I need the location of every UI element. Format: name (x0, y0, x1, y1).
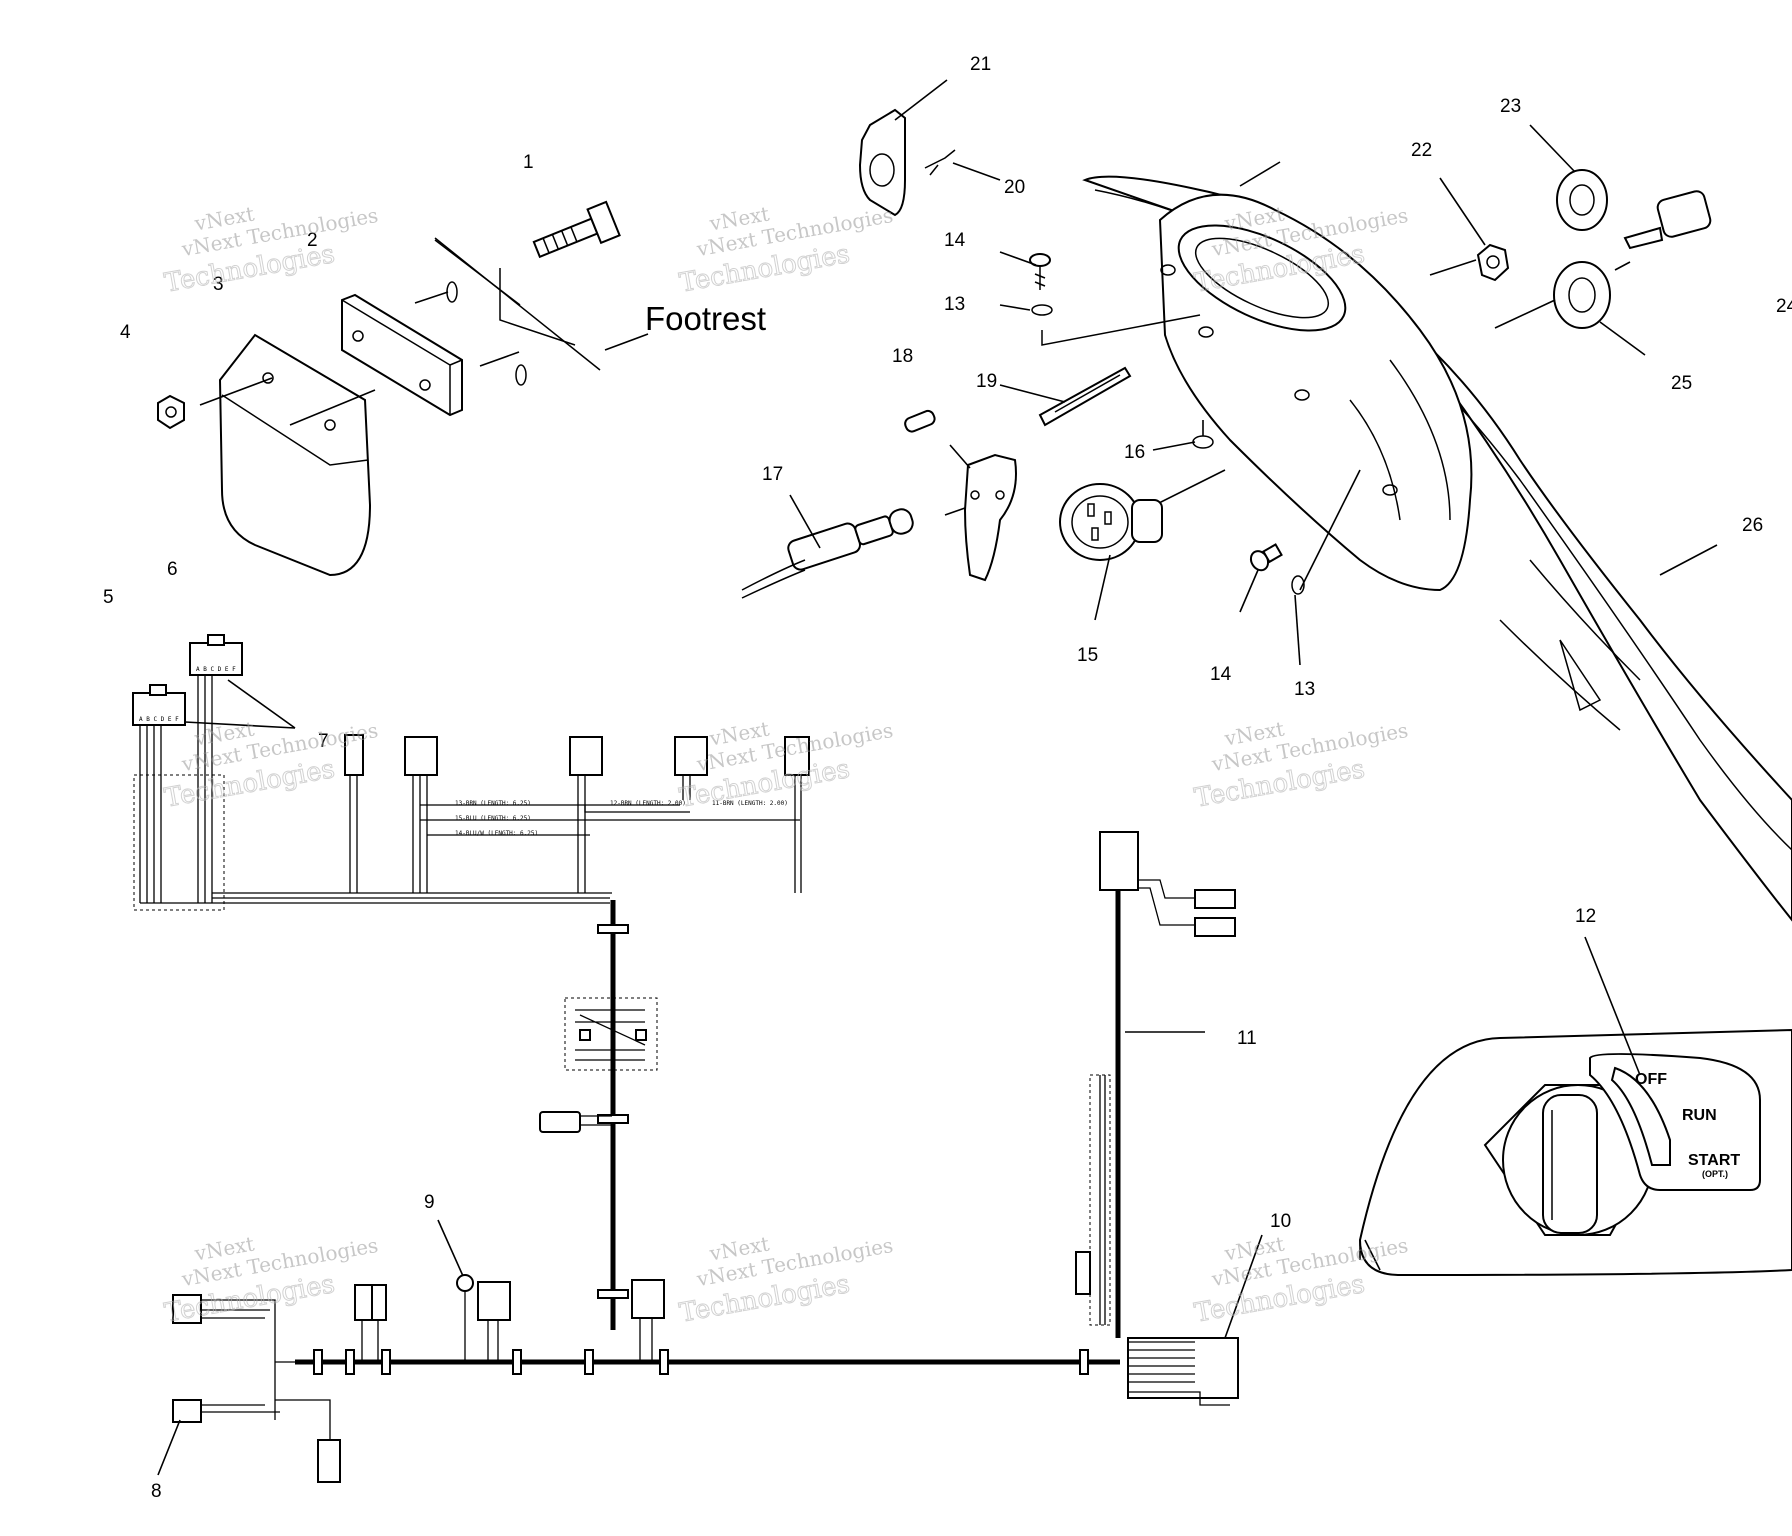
callout-4: 4 (120, 322, 131, 343)
callout-21: 21 (970, 54, 991, 75)
footrest-assembly (157, 200, 621, 577)
callout-14-lower: 14 (1210, 664, 1232, 685)
console-assembly (741, 108, 1792, 922)
footrest-label: Footrest (645, 300, 766, 337)
switch-opt-label: (OPT.) (1702, 1169, 1728, 1179)
callout-1: 1 (523, 152, 534, 173)
callout-22: 22 (1411, 140, 1432, 161)
callout-13-lower: 13 (1294, 679, 1315, 700)
wiring-harness (132, 634, 1263, 1483)
callout-11: 11 (1237, 1028, 1257, 1049)
callout-13: 13 (944, 294, 965, 315)
callout-14: 14 (944, 230, 966, 251)
switch-run-label: RUN (1682, 1107, 1717, 1124)
console-leaders (789, 79, 1718, 666)
callout-9: 9 (424, 1192, 435, 1213)
wire-label-5: 11-BRN (LENGTH: 2.00) (712, 800, 788, 807)
callout-5: 5 (103, 587, 114, 608)
switch-off-label: OFF (1635, 1071, 1667, 1088)
callout-12: 12 (1575, 906, 1596, 927)
callout-10: 10 (1270, 1211, 1291, 1232)
callout-18: 18 (892, 346, 913, 367)
callout-26: 26 (1742, 515, 1763, 536)
callout-2: 2 (307, 230, 318, 251)
wire-label-2: 15-BLU (LENGTH: 6.25) (455, 815, 531, 822)
callout-20: 20 (1004, 177, 1025, 198)
connector-6-letters: A B C D E F (196, 666, 236, 673)
wire-label-3: 14-BLU/W (LENGTH: 6.25) (455, 830, 538, 837)
callout-19: 19 (976, 371, 997, 392)
connector-5-letters: A B C D E F (139, 716, 179, 723)
switch-detail (1358, 936, 1792, 1277)
callout-3: 3 (213, 274, 224, 295)
callout-6: 6 (167, 559, 178, 580)
callout-numbers: 1 2 3 4 5 6 7 8 9 10 11 12 13 14 15 16 1… (103, 54, 1792, 1502)
callout-8: 8 (151, 1481, 162, 1502)
callout-7: 7 (318, 731, 329, 752)
callout-16: 16 (1124, 442, 1145, 463)
callout-23: 23 (1500, 96, 1521, 117)
callout-24: 24 (1776, 296, 1792, 317)
wire-label-1: 13-BRN (LENGTH: 6.25) (455, 800, 531, 807)
callout-15: 15 (1077, 645, 1098, 666)
switch-start-label: START (1688, 1152, 1740, 1169)
callout-25: 25 (1671, 373, 1692, 394)
wire-label-4: 12-BRN (LENGTH: 2.00) (610, 800, 686, 807)
callout-17: 17 (762, 464, 783, 485)
